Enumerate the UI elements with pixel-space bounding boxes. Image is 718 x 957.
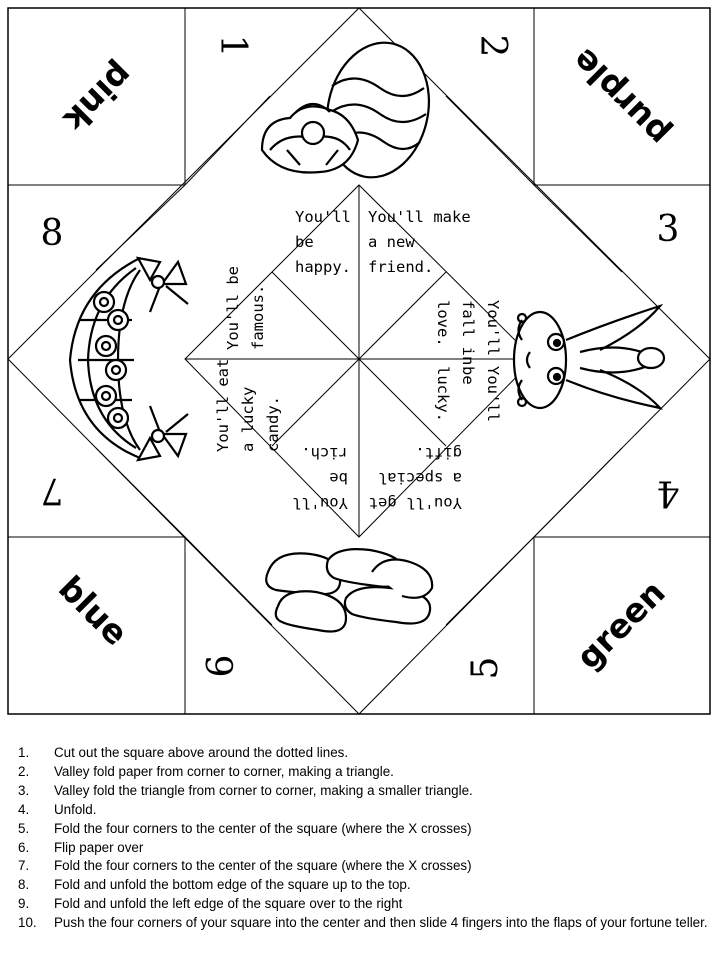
svg-text:You'll: You'll <box>295 208 351 226</box>
instruction-step: 9. Fold and unfold the left edge of the s… <box>18 895 708 914</box>
svg-text:rich.: rich. <box>301 444 348 462</box>
color-blue: blue <box>51 568 136 653</box>
number-8: 8 <box>41 213 64 254</box>
svg-text:famous.: famous. <box>249 285 267 350</box>
instruction-step: 3. Valley fold the triangle from corner t… <box>18 782 708 801</box>
svg-text:fall in: fall in <box>459 300 477 365</box>
svg-text:be: be <box>329 469 348 487</box>
svg-text:a lucky: a lucky <box>239 387 257 452</box>
instruction-text: Fold and unfold the left edge of the squ… <box>54 896 403 912</box>
instruction-number: 1. <box>18 745 30 760</box>
svg-text:You'll make: You'll make <box>368 208 471 226</box>
instruction-number: 5. <box>18 820 30 836</box>
svg-text:You'll get: You'll get <box>369 494 462 512</box>
fortune-lucky: You'll be lucky. <box>434 366 502 422</box>
instruction-step: 5. Fold the four corners to the center of… <box>18 820 708 839</box>
fortune-teller-sheet: pink purple blue green 1 2 3 4 5 6 7 8 Y… <box>7 7 711 715</box>
svg-text:friend.: friend. <box>368 258 433 276</box>
svg-text:be: be <box>459 366 477 385</box>
number-4: 4 <box>657 472 680 513</box>
instruction-number: 9. <box>18 896 30 912</box>
svg-text:happy.: happy. <box>295 258 351 276</box>
number-3: 3 <box>657 209 680 250</box>
bunny-icon <box>512 303 666 410</box>
corner-box-green <box>533 536 711 715</box>
number-5: 5 <box>465 657 506 680</box>
color-pink: pink <box>55 55 140 140</box>
instruction-number: 6. <box>18 839 30 855</box>
instruction-text: Cut out the square above around the dott… <box>54 745 349 760</box>
svg-text:You'll: You'll <box>484 366 502 422</box>
instruction-text: Fold the four corners to the center of t… <box>54 858 472 874</box>
instruction-step: 2. Valley fold paper from corner to corne… <box>18 763 708 782</box>
fortune-gift: You'll get a special gift. <box>369 444 462 512</box>
instruction-text: Valley fold the triangle from corner to … <box>54 782 473 798</box>
fortune-rich: You'll be rich. <box>292 444 348 512</box>
instruction-number: 8. <box>18 877 30 893</box>
svg-text:a special: a special <box>378 469 462 487</box>
svg-text:gift.: gift. <box>415 444 462 462</box>
instruction-text: Fold the four corners to the center of t… <box>54 820 472 836</box>
instruction-text: Push the four corners of your square int… <box>54 915 708 931</box>
fortune-candy: You'll eat a lucky candy. <box>214 359 282 452</box>
number-7: 7 <box>41 470 64 511</box>
corner-box-pink <box>7 7 186 186</box>
number-1: 1 <box>212 35 253 58</box>
svg-text:You'll eat: You'll eat <box>214 359 232 452</box>
fortune-love: You'll fall in love. <box>434 300 502 365</box>
instruction-number: 10. <box>18 915 37 931</box>
instruction-text: Valley fold paper from corner to corner,… <box>54 763 394 779</box>
instructions-list: 1. Cut out the square above around the do… <box>18 744 708 933</box>
instruction-number: 2. <box>18 763 30 779</box>
color-purple: purple <box>564 41 677 154</box>
instruction-text: Fold and unfold the bottom edge of the s… <box>54 877 411 893</box>
instruction-step: 1. Cut out the square above around the do… <box>18 744 708 763</box>
instruction-text: Unfold. <box>54 801 97 817</box>
corner-box-purple <box>533 7 711 186</box>
svg-text:love.: love. <box>434 300 452 347</box>
color-green: green <box>569 573 673 677</box>
number-2: 2 <box>472 35 513 58</box>
fortune-happy: You'll be happy. <box>295 208 351 276</box>
instruction-number: 7. <box>18 858 30 874</box>
instruction-step: 7. Fold the four corners to the center of… <box>18 857 708 876</box>
instruction-text: Flip paper over <box>54 839 144 855</box>
svg-text:You'll: You'll <box>292 494 348 512</box>
instruction-step: 6. Flip paper over <box>18 839 708 858</box>
instruction-number: 4. <box>18 801 30 817</box>
svg-text:You'll be: You'll be <box>224 266 242 350</box>
instruction-number: 3. <box>18 782 30 798</box>
svg-text:be: be <box>295 233 314 251</box>
fortune-friend: You'll make a new friend. <box>368 208 471 276</box>
instruction-step: 8. Fold and unfold the bottom edge of the… <box>18 876 708 895</box>
instruction-step: 10. Push the four corners of your square … <box>18 914 708 933</box>
svg-text:You'll: You'll <box>484 300 502 356</box>
svg-text:candy.: candy. <box>264 396 282 452</box>
jelly-beans-icon <box>265 548 434 633</box>
svg-text:a new: a new <box>368 233 415 251</box>
easter-egg-icon <box>260 41 431 179</box>
flower-basket-icon <box>68 256 189 462</box>
corner-box-blue <box>7 536 186 715</box>
fortune-famous: You'll be famous. <box>224 266 267 350</box>
instruction-step: 4. Unfold. <box>18 801 708 820</box>
svg-text:lucky.: lucky. <box>434 366 452 422</box>
number-6: 6 <box>201 655 242 678</box>
